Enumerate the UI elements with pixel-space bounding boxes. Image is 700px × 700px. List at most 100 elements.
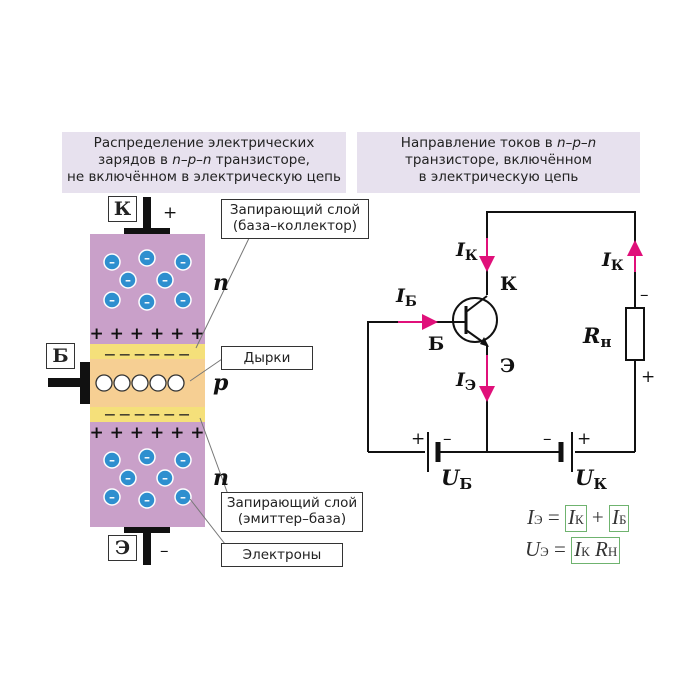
left-header-line3: не включённом в электрическую цепь	[67, 169, 341, 185]
formula-voltage: UЭ = IК RН	[525, 537, 621, 564]
base-terminal-label: Б	[46, 343, 75, 369]
electron: –	[174, 253, 192, 271]
f1-term1: IК	[564, 505, 587, 532]
callout-barrier-base-collector: Запирающий слой (база–коллектор)	[221, 199, 369, 239]
transistor-symbol	[452, 297, 498, 343]
region-label-p: p	[213, 370, 229, 396]
svg-text:–: –	[109, 293, 115, 307]
resistor	[625, 307, 645, 361]
label-resistor: Rн	[582, 323, 611, 351]
left-header-line1: Распределение электрических	[93, 135, 315, 151]
depletion-layer-bottom	[90, 407, 205, 422]
electron: –	[119, 469, 137, 487]
collector-lead	[143, 197, 151, 234]
battery-uk-minus: –	[543, 429, 552, 449]
base-plate	[80, 362, 90, 404]
f1-plus: +	[591, 505, 604, 529]
f1-lhs-sub: Э	[534, 512, 543, 527]
label-uk: UК	[575, 465, 607, 493]
svg-text:–: –	[144, 450, 150, 464]
emitter-terminal-label: Э	[108, 535, 137, 561]
transistor-emitter-arrowhead	[480, 337, 489, 347]
minus-row-bottom: — — — — — —	[104, 408, 189, 421]
electron: –	[138, 448, 156, 466]
electron: –	[103, 291, 121, 309]
left-header-line2: зарядов в n–p–n транзисторе,	[62, 152, 346, 169]
f2-lhs-sub: Э	[540, 544, 549, 559]
callout-eb-line2: (эмиттер–база)	[237, 511, 347, 527]
label-ik-right: IК	[601, 249, 624, 274]
f1-t1-sub: К	[574, 512, 584, 527]
label-ib: IБ	[395, 285, 417, 310]
left-header-line2-pre: зарядов в	[98, 152, 173, 168]
callout-line-bc	[195, 231, 253, 349]
electron: –	[156, 469, 174, 487]
f2-lhs: U	[525, 537, 541, 561]
callout-line-holes	[189, 356, 226, 382]
right-header-line2: транзисторе, включённом	[405, 152, 592, 168]
svg-text:–: –	[180, 293, 186, 307]
f1-t1: I	[567, 505, 575, 529]
collector-terminal-label: К	[108, 196, 137, 222]
electron: –	[103, 488, 121, 506]
depletion-layer-top	[90, 344, 205, 359]
resistor-minus-sign: –	[640, 285, 649, 305]
n-region-bottom	[90, 422, 205, 527]
electron: –	[103, 253, 121, 271]
electron: –	[156, 271, 174, 289]
left-header-npn: n–p–n	[172, 152, 212, 168]
label-ub: UБ	[441, 465, 472, 493]
minus-row-top: — — — — — —	[104, 348, 189, 361]
electron: –	[174, 291, 192, 309]
transistor-collector-lead	[465, 295, 488, 313]
f1-t2-sub: Б	[618, 512, 627, 527]
circuit-label-k: К	[500, 273, 518, 295]
electron: –	[103, 451, 121, 469]
f1-eq: =	[547, 505, 560, 529]
hole	[167, 374, 185, 392]
hole	[95, 374, 113, 392]
emitter-minus-sign: –	[160, 541, 169, 561]
region-label-n-top: n	[213, 270, 229, 296]
f2-t2-sub: Н	[607, 544, 618, 559]
f2-t1-sub: К	[581, 544, 590, 559]
right-header-npn: n–p–n	[557, 135, 597, 151]
label-ie: IЭ	[455, 369, 476, 394]
circuit-label-b: Б	[428, 333, 444, 355]
f2-product: IК RН	[571, 537, 621, 564]
svg-text:–: –	[180, 490, 186, 504]
svg-text:–: –	[162, 471, 168, 485]
emitter-letter: Э	[114, 537, 131, 559]
svg-text:–: –	[180, 453, 186, 467]
plus-row-top: + + + + + +	[89, 324, 204, 344]
base-lead	[48, 378, 86, 387]
f2-t1: I	[574, 537, 582, 561]
right-header-line3: в электрическую цепь	[418, 169, 579, 185]
svg-text:–: –	[144, 251, 150, 265]
collector-plate	[124, 228, 170, 234]
svg-text:–: –	[109, 453, 115, 467]
f1-lhs: I	[527, 505, 534, 529]
label-ik-left: IК	[455, 239, 478, 264]
left-header: Распределение электрических зарядов в n–…	[62, 132, 346, 193]
electron: –	[119, 271, 137, 289]
callout-bc-line1: Запирающий слой	[229, 202, 361, 218]
right-header-line1-pre: Направление токов в	[400, 135, 558, 151]
collector-plus-sign: +	[163, 203, 177, 223]
callout-barrier-emitter-base: Запирающий слой (эмиттер–база)	[221, 492, 363, 532]
f2-t2: R	[595, 537, 608, 561]
plus-row-bottom: + + + + + +	[89, 423, 204, 443]
hole	[149, 374, 167, 392]
right-header-line1: Направление токов в n–p–n	[357, 135, 640, 152]
electron: –	[138, 293, 156, 311]
svg-text:–: –	[144, 295, 150, 309]
f1-term2: IБ	[608, 505, 630, 532]
svg-text:–: –	[109, 255, 115, 269]
hole	[131, 374, 149, 392]
callout-line-eb	[199, 417, 231, 501]
formula-current: IЭ = IК + IБ	[527, 505, 630, 532]
callout-electrons-text: Электроны	[242, 547, 322, 563]
f2-eq: =	[554, 537, 566, 561]
